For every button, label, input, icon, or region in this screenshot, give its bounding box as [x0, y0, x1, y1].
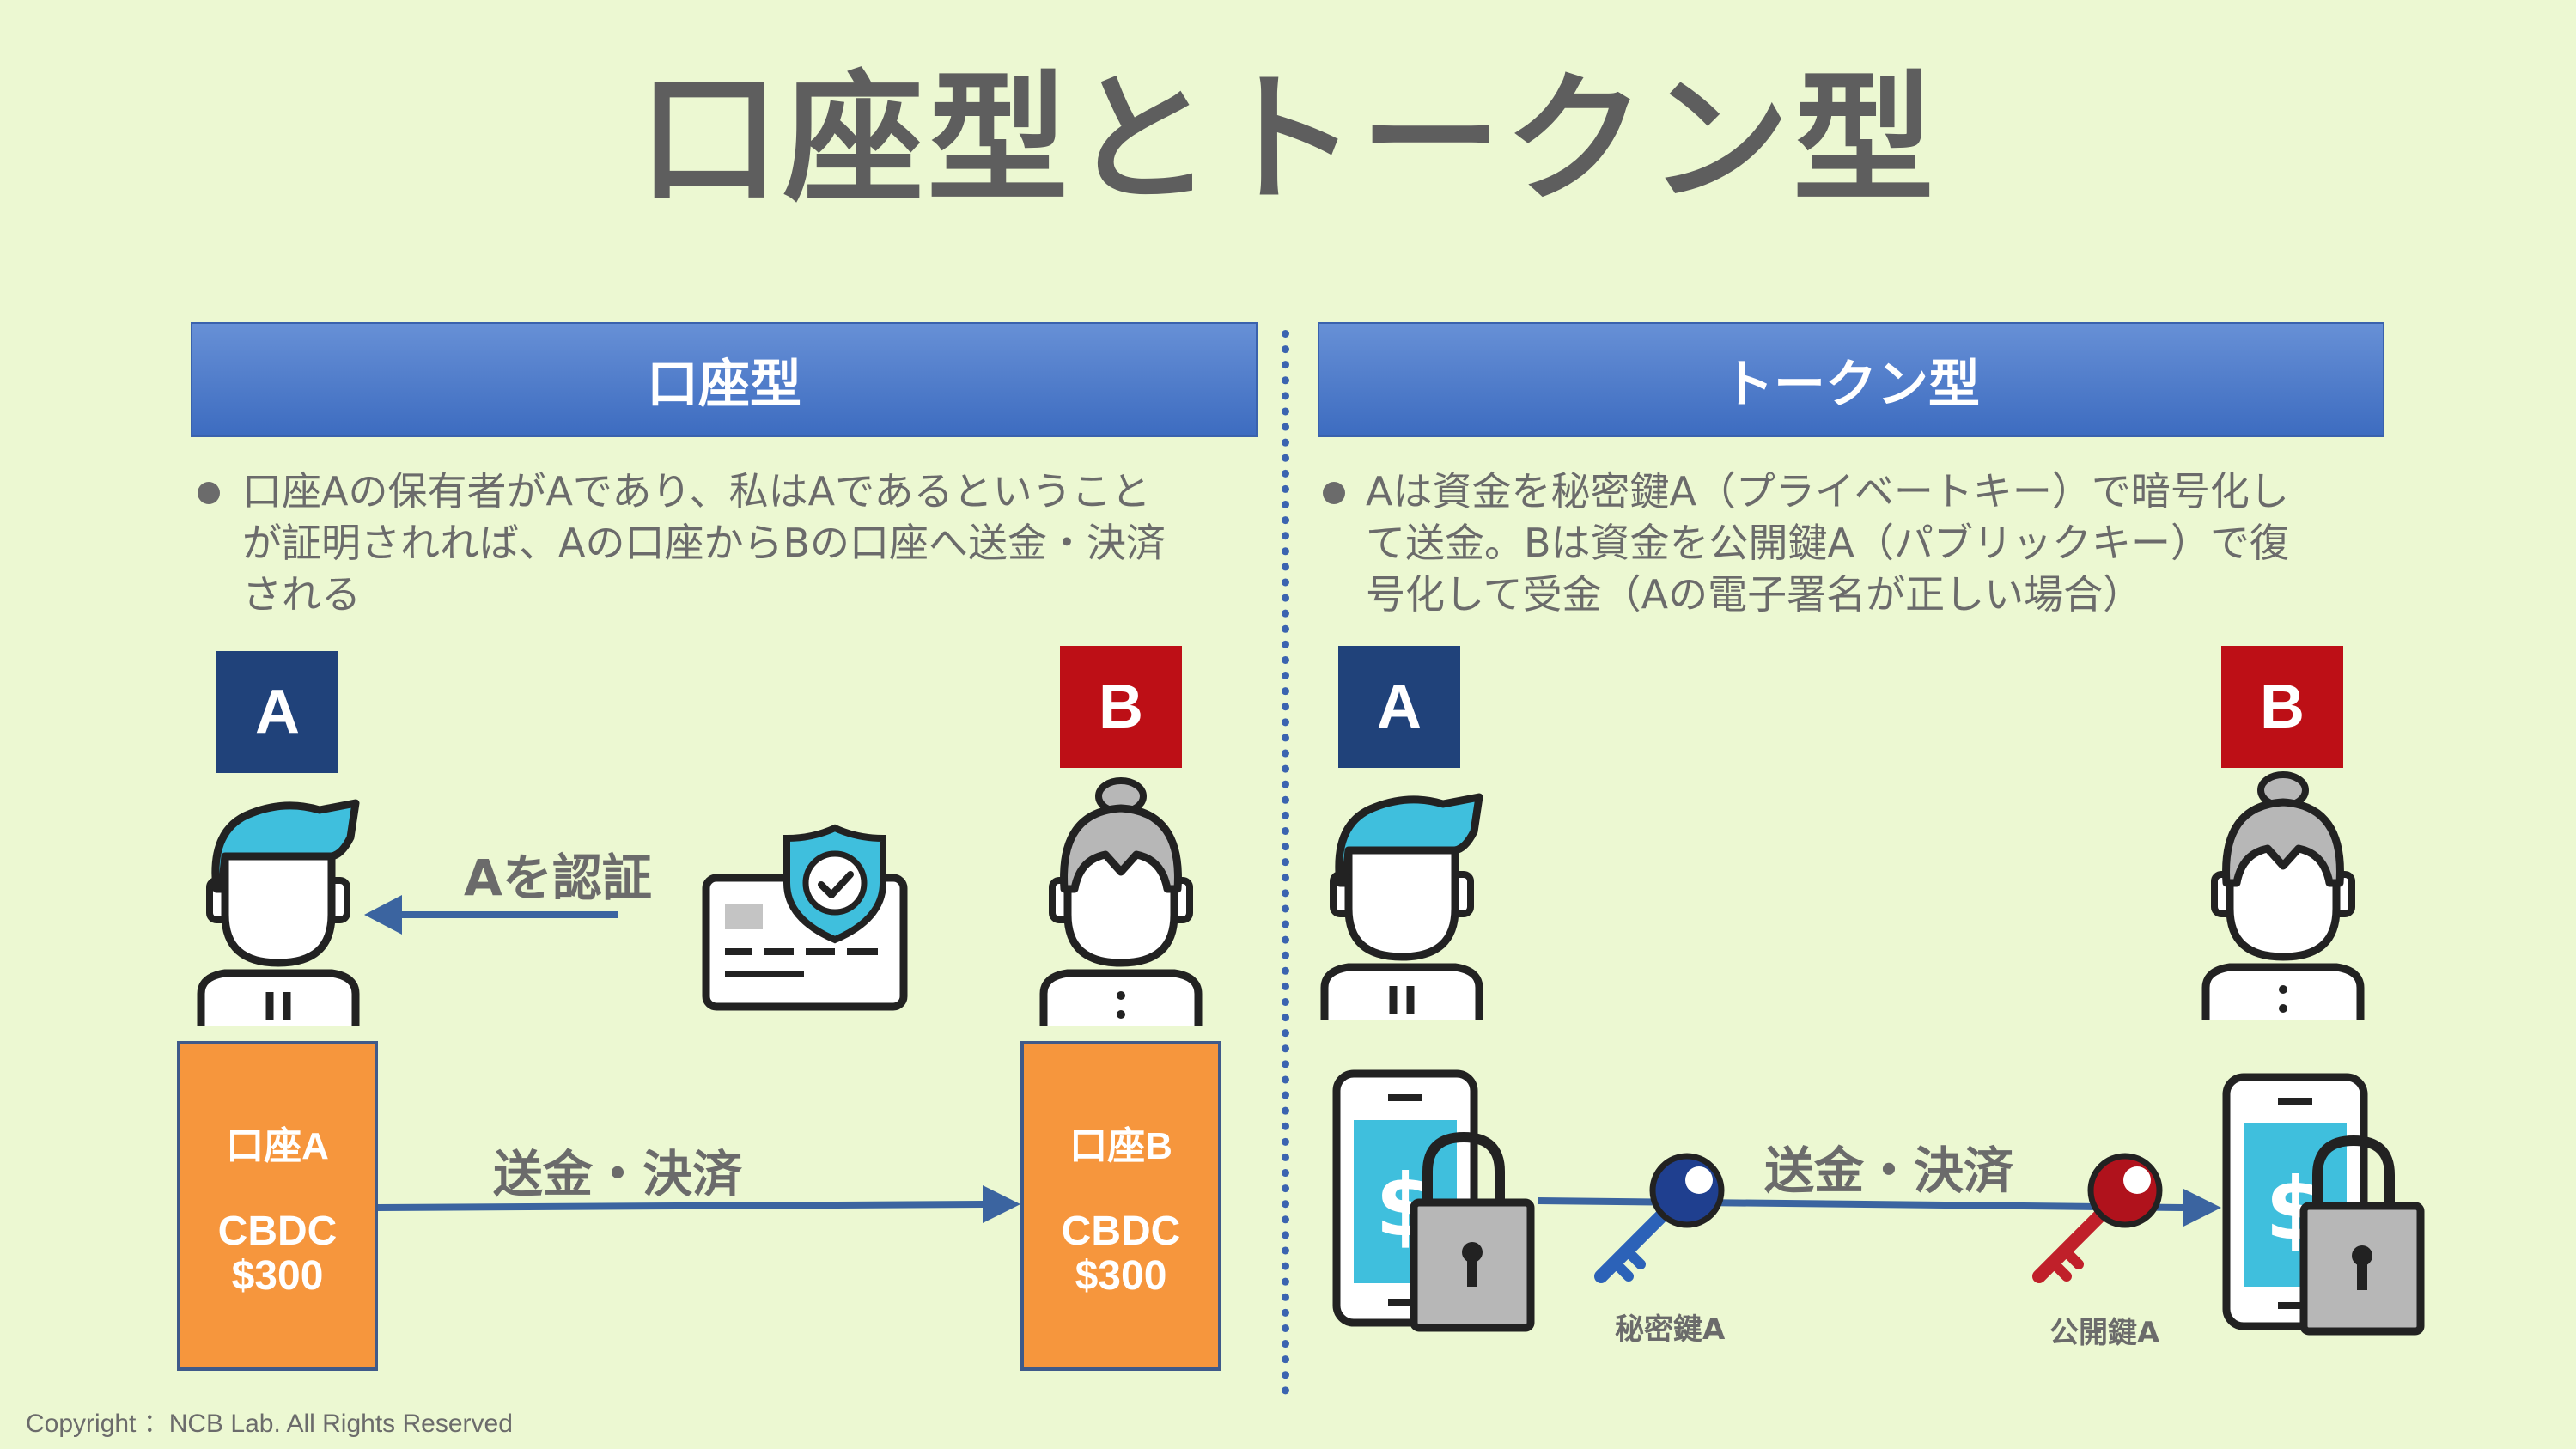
description-line: 口座Aの保有者がAであり、私はAであるということ — [242, 468, 1151, 514]
person-b-letter: B — [2260, 673, 2305, 741]
person-b-letter: B — [1099, 673, 1143, 741]
account-type-description: 口座Aの保有者がAであり、私はAであるということ が証明されれば、Aの口座からB… — [242, 466, 1166, 620]
person-b-label: B — [1060, 646, 1182, 768]
public-key-icon — [2032, 1153, 2163, 1283]
account-b-amount: $300 — [1075, 1253, 1167, 1299]
auth-arrow — [364, 895, 618, 935]
person-a-icon — [1320, 793, 1483, 1020]
right-transfer-label: 送金・決済 — [1764, 1142, 2014, 1200]
account-a-amount: $300 — [231, 1253, 324, 1299]
token-type-description: Aは資金を秘密鍵A（プライベートキー）で暗号化し て送金。Bは資金を公開鍵A（パ… — [1366, 466, 2289, 620]
description-line: Aは資金を秘密鍵A（プライベートキー）で暗号化し — [1366, 468, 2289, 514]
account-type-header: 口座型 — [191, 322, 1258, 437]
person-a-label: A — [1338, 646, 1460, 768]
bullet-dot — [1323, 482, 1345, 504]
person-a-letter: A — [255, 678, 300, 746]
account-type-header-label: 口座型 — [647, 354, 801, 415]
description-line: される — [242, 571, 361, 618]
account-a-currency: CBDC — [217, 1209, 338, 1254]
bullet-dot — [198, 482, 220, 504]
description-line: 号化して受金（Aの電子署名が正しい場合） — [1366, 571, 2143, 618]
person-a-icon — [197, 799, 360, 1026]
person-b-icon — [1039, 777, 1203, 1026]
public-key-label: 公開鍵A — [2049, 1316, 2160, 1350]
private-key-icon — [1594, 1153, 1725, 1283]
account-a-name: 口座A — [226, 1125, 329, 1167]
copyright-notice: Copyright ：NCB Lab. All Rights Reserved — [26, 1409, 513, 1438]
left-transfer-arrow — [377, 1185, 1020, 1223]
auth-label: Aを認証 — [464, 849, 652, 907]
left-transfer-label: 送金・決済 — [493, 1145, 743, 1203]
person-a-label: A — [216, 651, 338, 773]
token-type-header-label: トークン型 — [1722, 354, 1980, 415]
person-b-icon — [2201, 771, 2365, 1020]
private-key-label: 秘密鍵A — [1615, 1312, 1726, 1347]
description-line: て送金。Bは資金を公開鍵A（パブリックキー）で復 — [1366, 520, 2290, 566]
person-b-label: B — [2221, 646, 2343, 768]
token-type-header: トークン型 — [1318, 322, 2384, 437]
page-title: 口座型とトークン型 — [638, 58, 1938, 222]
account-a-box: 口座A CBDC $300 — [177, 1041, 378, 1371]
verified-id-card-icon — [702, 824, 908, 1011]
account-b-currency: CBDC — [1061, 1209, 1181, 1254]
person-a-letter: A — [1377, 673, 1422, 741]
account-b-name: 口座B — [1069, 1125, 1172, 1167]
locked-phone-icon: $ — [2222, 1073, 2425, 1336]
locked-phone-icon: $ — [1332, 1069, 1535, 1332]
description-line: が証明されれば、Aの口座からBの口座へ送金・決済 — [242, 520, 1166, 566]
account-b-box: 口座B CBDC $300 — [1020, 1041, 1221, 1371]
right-transfer-arrow — [1537, 1189, 2221, 1227]
section-divider — [1282, 330, 1289, 1395]
